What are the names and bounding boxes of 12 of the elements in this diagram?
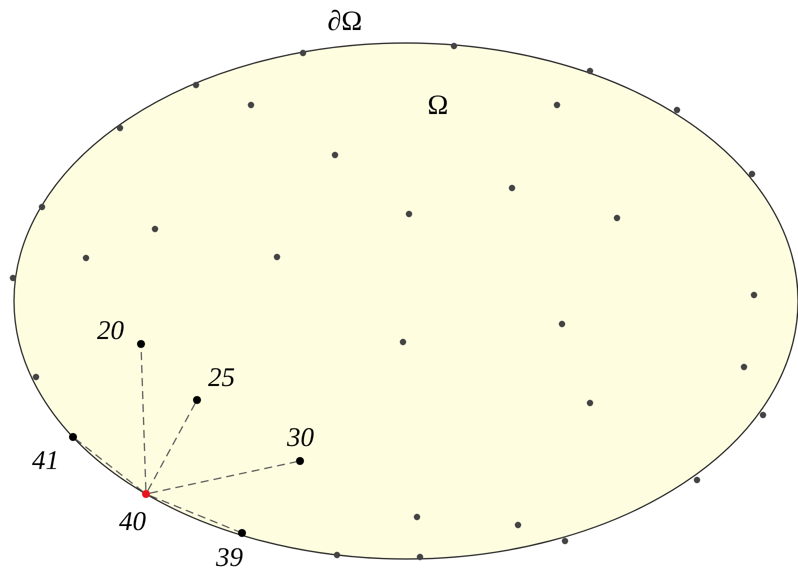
point-number: 20 xyxy=(97,316,124,344)
point-number: 39 xyxy=(216,543,243,571)
connector-line xyxy=(76,438,144,492)
point-number: 41 xyxy=(32,446,59,474)
point-number: 30 xyxy=(287,423,314,451)
connector-line xyxy=(147,403,196,491)
boundary-symbol: ∂Ω xyxy=(328,7,362,37)
point-number: 40 xyxy=(119,507,146,535)
connector-line xyxy=(150,461,296,494)
connector-line xyxy=(149,494,239,532)
point-number: 25 xyxy=(208,363,235,391)
domain-symbol: Ω xyxy=(428,91,448,121)
